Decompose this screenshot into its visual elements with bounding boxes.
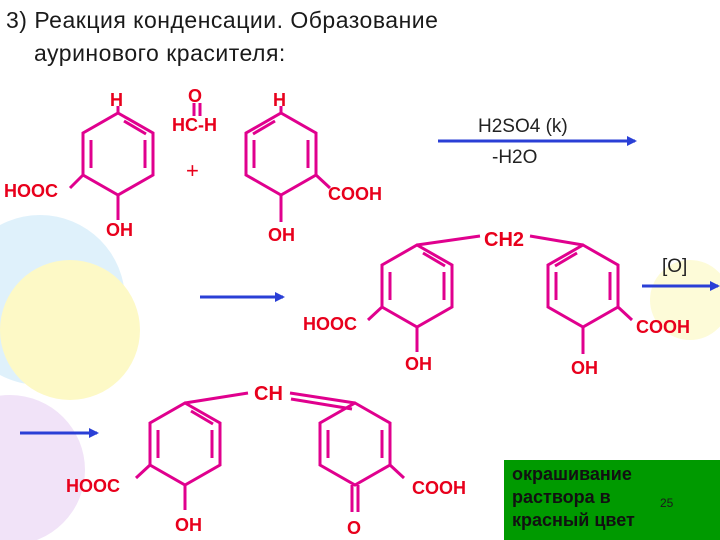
double-bond — [252, 119, 276, 136]
title-line-2: ауринового красителя: — [34, 40, 286, 66]
intermediate-bridge: CH2 — [484, 229, 524, 251]
bond — [366, 305, 384, 322]
formaldehyde-oxygen: O — [188, 86, 202, 106]
product-hooc: HOOC — [66, 476, 120, 496]
note-line-1: окрашивание — [512, 464, 632, 484]
double-bond — [123, 119, 147, 136]
decor-yellow-blob — [0, 260, 140, 400]
bond — [68, 173, 85, 190]
byproduct-label: -H2O — [492, 147, 537, 168]
plus-sign: + — [186, 158, 199, 183]
double-bond — [554, 251, 578, 268]
product-ring-left — [148, 401, 222, 487]
intermediate-ring-left — [380, 243, 454, 329]
double-bond — [190, 409, 214, 426]
bond — [289, 391, 356, 405]
reactant2-cooh: COOH — [328, 184, 382, 204]
product-quinone-o: O — [347, 518, 361, 538]
reactant1-hooc: HOOC — [4, 181, 58, 201]
product-cooh: COOH — [412, 478, 466, 498]
decor-purple-blob — [0, 395, 85, 540]
slide-title: 3) Реакция конденсации. Образование аури… — [6, 4, 606, 70]
reactant1-oh: OH — [106, 220, 133, 240]
formaldehyde-group: HC-H — [172, 115, 217, 135]
bond — [388, 463, 406, 480]
bonds — [68, 103, 634, 512]
intermediate-cooh: COOH — [636, 317, 690, 337]
double-bond — [290, 397, 353, 411]
color-note-box: окрашивание раствора в красный цвет — [504, 460, 720, 540]
title-line-1: 3) Реакция конденсации. Образование — [6, 7, 439, 33]
double-bond — [422, 251, 446, 268]
intermediate-oh-left: OH — [405, 354, 432, 374]
oxidation-label: [O] — [662, 256, 687, 277]
bond — [616, 305, 634, 322]
reactant1-top-h: H — [110, 90, 123, 110]
note-line-2: раствора в — [512, 487, 611, 507]
bond — [134, 463, 152, 480]
reactant2-oh: OH — [268, 225, 295, 245]
page-number: 25 — [660, 496, 674, 510]
product-bridge: CH — [254, 383, 283, 405]
bond — [184, 391, 249, 405]
intermediate-oh-right: OH — [571, 358, 598, 378]
intermediate-ring-right — [546, 243, 620, 329]
quinoid-ring — [318, 401, 392, 487]
benzene-ring-left — [81, 111, 155, 197]
catalyst-label: H2SO4 (k) — [478, 116, 568, 137]
benzene-ring-right — [244, 111, 318, 197]
bond — [416, 234, 481, 247]
reactant2-top-h: H — [273, 90, 286, 110]
bond — [314, 173, 332, 190]
intermediate-hooc: HOOC — [303, 314, 357, 334]
decor-yellow-dot — [650, 260, 720, 340]
product-oh: OH — [175, 515, 202, 535]
bond — [529, 234, 584, 247]
note-line-3: красный цвет — [512, 510, 635, 530]
reaction-arrows — [20, 136, 720, 438]
